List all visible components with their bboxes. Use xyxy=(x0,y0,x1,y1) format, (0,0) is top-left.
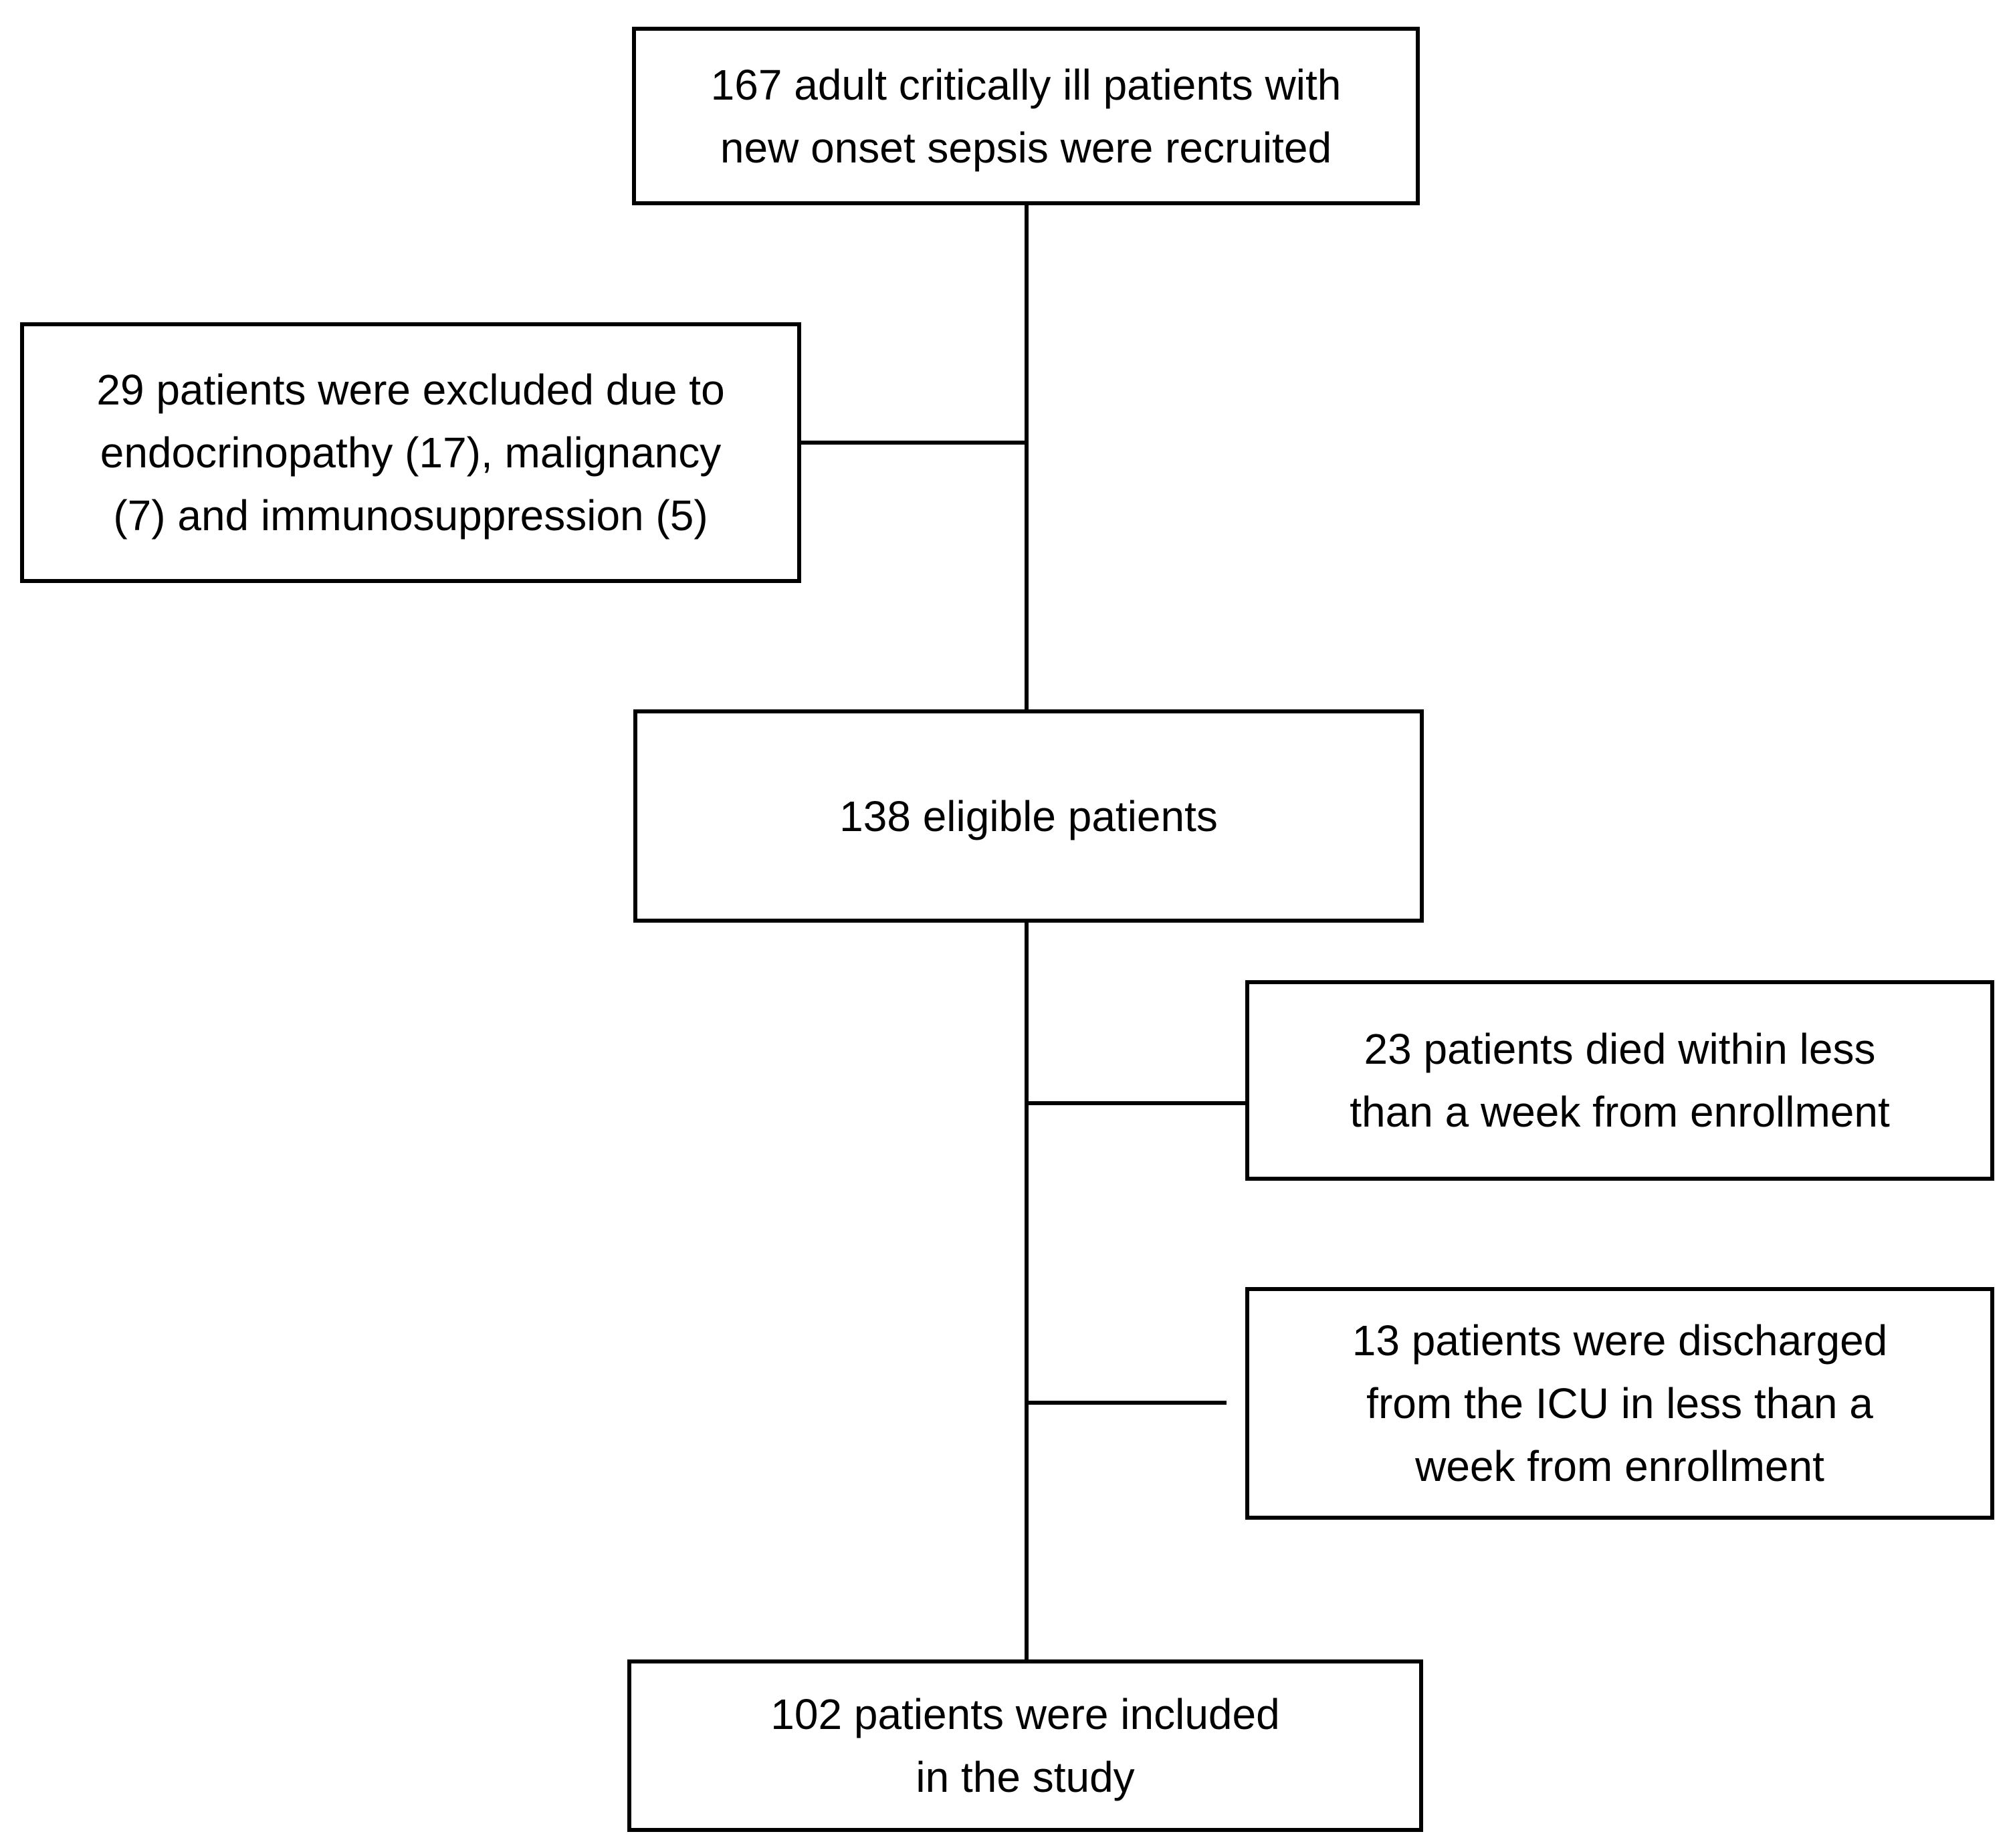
node-eligible-text: 138 eligible patients xyxy=(839,792,1218,840)
node-eligible: 138 eligible patients xyxy=(633,709,1424,923)
node-excluded: 29 patients were excluded due to endocri… xyxy=(20,322,801,583)
connector-recruited-to-eligible xyxy=(1025,204,1029,712)
node-included: 102 patients were included in the study xyxy=(627,1659,1423,1832)
connector-died-branch xyxy=(1026,1101,1247,1105)
node-discharged-text: 13 patients were discharged from the ICU… xyxy=(1352,1316,1888,1490)
node-died: 23 patients died within less than a week… xyxy=(1245,980,1994,1181)
node-recruited-text: 167 adult critically ill patients with n… xyxy=(710,60,1342,172)
connector-excluded-branch xyxy=(797,441,1026,445)
node-included-text: 102 patients were included in the study xyxy=(770,1690,1280,1801)
node-recruited: 167 adult critically ill patients with n… xyxy=(632,27,1420,205)
connector-discharged-branch xyxy=(1026,1401,1227,1405)
connector-eligible-to-included xyxy=(1025,921,1029,1662)
node-discharged: 13 patients were discharged from the ICU… xyxy=(1245,1287,1994,1520)
node-died-text: 23 patients died within less than a week… xyxy=(1350,1025,1890,1136)
node-excluded-text: 29 patients were excluded due to endocri… xyxy=(96,366,725,540)
